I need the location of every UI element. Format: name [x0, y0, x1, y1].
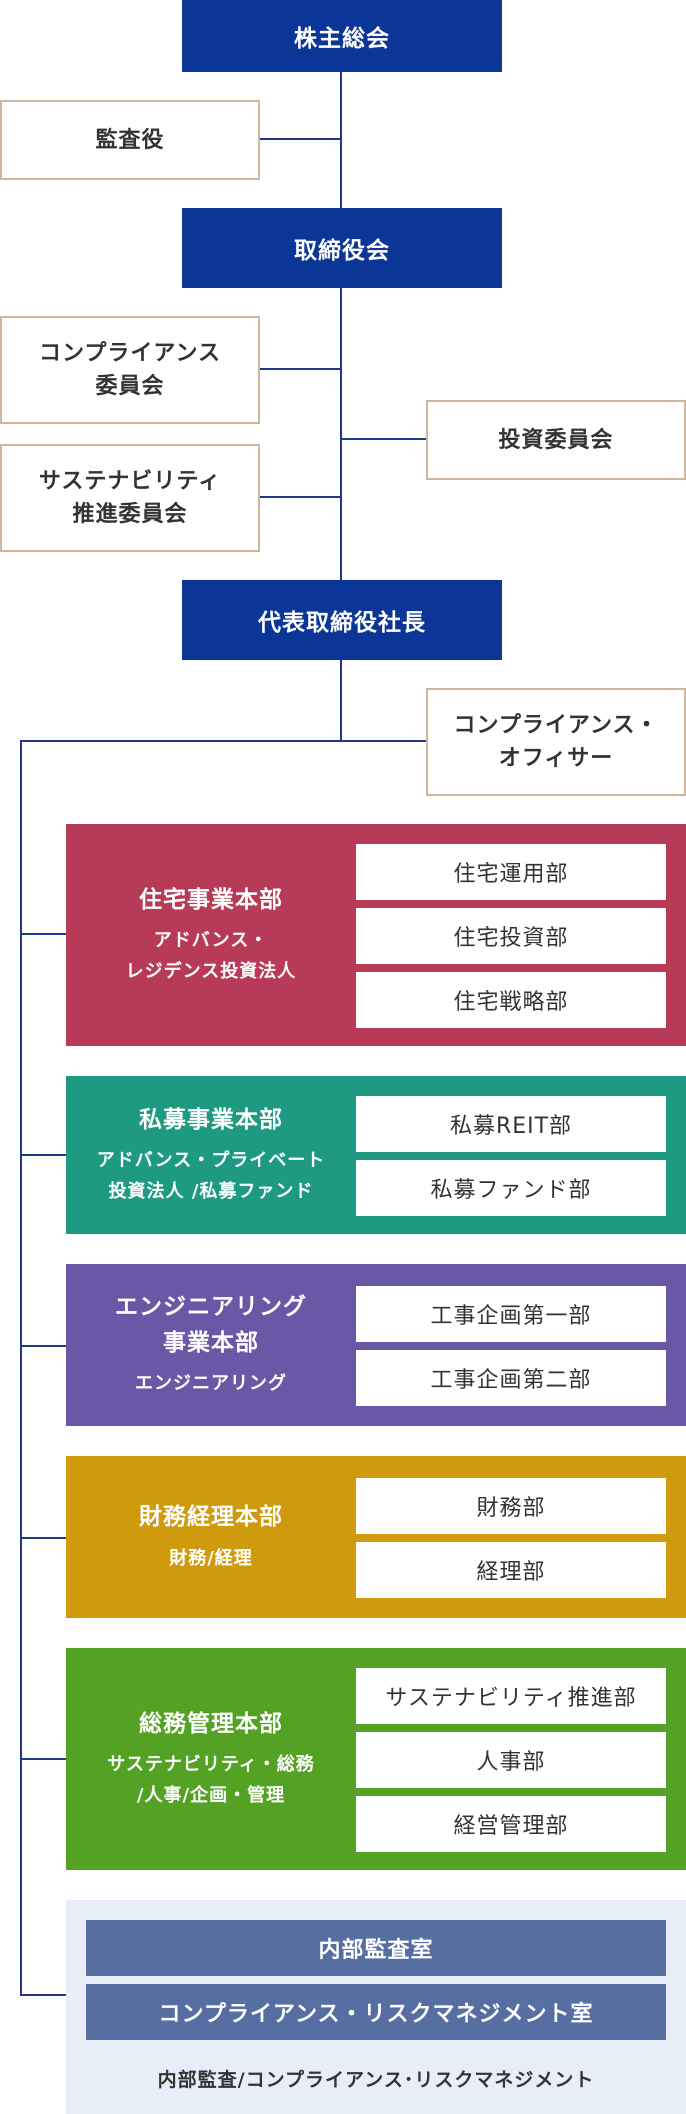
division-finance-label: 財務経理本部 財務/経理	[66, 1456, 356, 1618]
division-admin-subtitle: サステナビリティ・総務 /人事/企画・管理	[107, 1750, 315, 1811]
division-finance-subtitle: 財務/経理	[169, 1547, 253, 1569]
audit-caption: 内部監査/コンプライアンス･リスクマネジメント	[157, 2068, 595, 2091]
board-of-directors: 取締役会	[182, 208, 502, 288]
division-residential-subtitle-line-1: アドバンス・	[153, 930, 269, 952]
shareholders-meeting: 株主総会	[182, 0, 502, 72]
auditors-box: 監査役	[0, 100, 260, 180]
compliance-officer-line-1: コンプライアンス・	[453, 713, 659, 738]
connector-sustainability-committee	[258, 496, 342, 498]
dept-private-reit: 私募REIT部	[356, 1096, 666, 1152]
division-engineering-title-line-1: エンジニアリング	[115, 1294, 307, 1321]
audit-compliance-block: 内部監査室 コンプライアンス・リスクマネジメント室 内部監査/コンプライアンス･…	[66, 1900, 686, 2114]
connector-division-1	[20, 933, 66, 935]
division-finance-title: 財務経理本部	[139, 1503, 283, 1530]
auditors-label: 監査役	[95, 127, 165, 153]
internal-audit-office: 内部監査室	[86, 1920, 666, 1976]
connector-auditors	[258, 138, 342, 140]
division-engineering-title-line-2: 事業本部	[163, 1329, 259, 1356]
division-private-placement: 私募事業本部 アドバンス・プライベート 投資法人 /私募ファンド 私募REIT部…	[66, 1076, 686, 1234]
connector-investment-committee	[340, 438, 426, 440]
dept-residential-investment: 住宅投資部	[356, 908, 666, 964]
investment-committee-label: 投資委員会	[498, 427, 614, 453]
dept-accounting: 経理部	[356, 1542, 666, 1598]
connector-division-4	[20, 1537, 66, 1539]
division-residential-label: 住宅事業本部 アドバンス・ レジデンス投資法人	[66, 824, 356, 1046]
compliance-committee-box: コンプライアンス 委員会	[0, 316, 260, 424]
dept-residential-strategy: 住宅戦略部	[356, 972, 666, 1028]
compliance-risk-office: コンプライアンス・リスクマネジメント室	[86, 1984, 666, 2040]
division-engineering-title: エンジニアリング 事業本部	[115, 1290, 307, 1361]
division-private-label: 私募事業本部 アドバンス・プライベート 投資法人 /私募ファンド	[66, 1076, 356, 1234]
division-admin-label: 総務管理本部 サステナビリティ・総務 /人事/企画・管理	[66, 1648, 356, 1870]
investment-committee-box: 投資委員会	[426, 400, 686, 480]
connector-division-3	[20, 1345, 66, 1347]
connector-compliance-committee	[258, 368, 342, 370]
division-private-subtitle-line-2: 投資法人 /私募ファンド	[108, 1180, 314, 1202]
division-private-subtitle-line-1: アドバンス・プライベート	[96, 1150, 326, 1172]
connector-left-trunk	[20, 740, 22, 1996]
president-label: 代表取締役社長	[258, 610, 426, 636]
shareholders-meeting-label: 株主総会	[294, 26, 390, 52]
division-residential-subtitle-line-2: レジデンス投資法人	[125, 960, 297, 982]
division-engineering-subtitle: エンジニアリング	[135, 1373, 287, 1395]
division-finance-accounting: 財務経理本部 財務/経理 財務部 経理部	[66, 1456, 686, 1618]
sustainability-committee-line-1: サステナビリティ	[38, 469, 222, 494]
president-box: 代表取締役社長	[182, 580, 502, 660]
sustainability-committee-line-2: 推進委員会	[72, 502, 188, 527]
division-engineering: エンジニアリング 事業本部 エンジニアリング 工事企画第一部 工事企画第二部	[66, 1264, 686, 1426]
division-residential: 住宅事業本部 アドバンス・ レジデンス投資法人 住宅運用部 住宅投資部 住宅戦略…	[66, 824, 686, 1046]
division-general-administration: 総務管理本部 サステナビリティ・総務 /人事/企画・管理 サステナビリティ推進部…	[66, 1648, 686, 1870]
dept-human-resources: 人事部	[356, 1732, 666, 1788]
division-admin-subtitle-line-2: /人事/企画・管理	[136, 1784, 286, 1806]
dept-construction-planning-1: 工事企画第一部	[356, 1286, 666, 1342]
division-residential-subtitle: アドバンス・ レジデンス投資法人	[126, 926, 297, 987]
sustainability-committee-box: サステナビリティ 推進委員会	[0, 444, 260, 552]
division-private-subtitle: アドバンス・プライベート 投資法人 /私募ファンド	[97, 1146, 326, 1207]
connector-division-5	[20, 1758, 66, 1760]
division-private-title: 私募事業本部	[139, 1106, 283, 1133]
compliance-committee-line-2: 委員会	[95, 374, 165, 399]
division-engineering-label: エンジニアリング 事業本部 エンジニアリング	[66, 1264, 356, 1426]
compliance-officer-box: コンプライアンス・ オフィサー	[426, 688, 686, 796]
division-admin-subtitle-line-1: サステナビリティ・総務	[107, 1754, 315, 1776]
connector-main-trunk	[340, 72, 342, 582]
compliance-committee-line-1: コンプライアンス	[38, 341, 222, 366]
board-of-directors-label: 取締役会	[294, 238, 390, 264]
compliance-officer-line-2: オフィサー	[498, 746, 614, 771]
connector-president-down	[340, 659, 342, 741]
division-admin-title: 総務管理本部	[139, 1710, 283, 1737]
dept-finance: 財務部	[356, 1478, 666, 1534]
dept-residential-operations: 住宅運用部	[356, 844, 666, 900]
connector-audit	[20, 1994, 66, 1996]
connector-branch	[20, 740, 428, 742]
division-residential-title: 住宅事業本部	[139, 886, 283, 913]
connector-division-2	[20, 1154, 66, 1156]
dept-sustainability-promotion: サステナビリティ推進部	[356, 1668, 666, 1724]
dept-construction-planning-2: 工事企画第二部	[356, 1350, 666, 1406]
dept-management-administration: 経営管理部	[356, 1796, 666, 1852]
dept-private-fund: 私募ファンド部	[356, 1160, 666, 1216]
